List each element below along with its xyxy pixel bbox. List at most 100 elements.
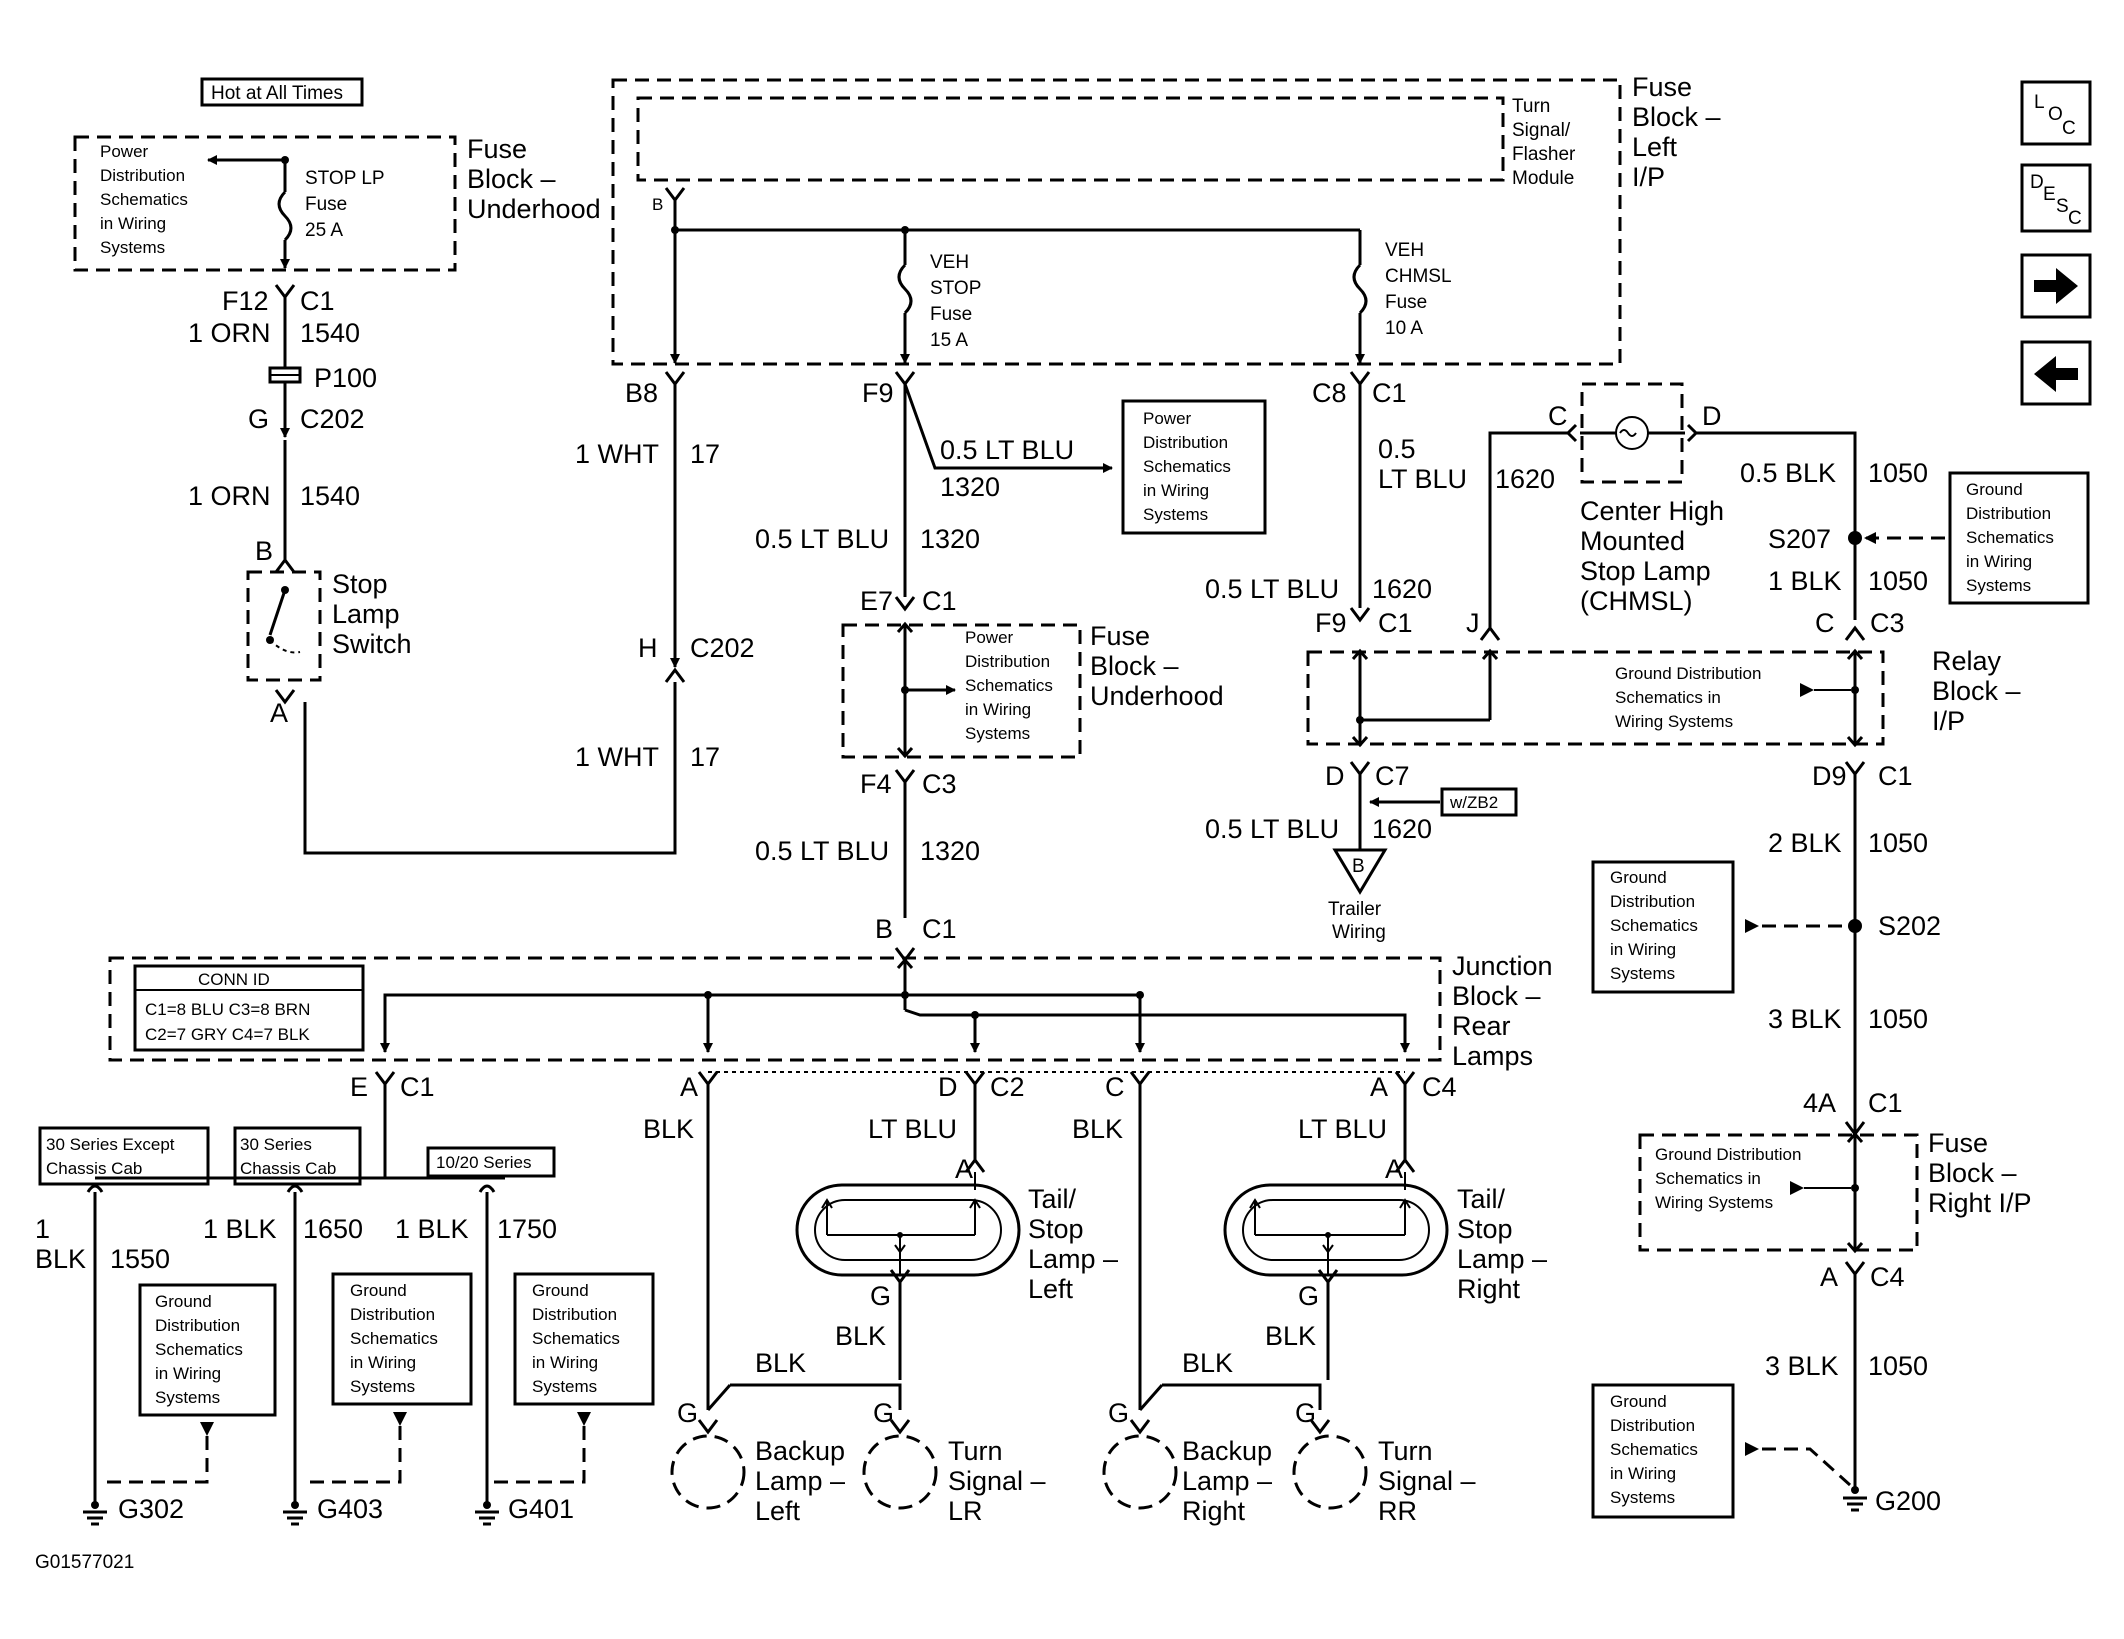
next-page-button[interactable] <box>2020 253 2092 319</box>
wire-color-ltblu-5: 0.5 LT BLU <box>1205 814 1339 844</box>
wire-color-blk1: 1 BLK <box>1768 566 1842 596</box>
pin-j-label: J <box>1466 608 1480 638</box>
fuse-symbol-veh-stop <box>897 263 913 315</box>
wire-1620-chmsl <box>1488 431 1568 628</box>
stop-lamp-switch-contact <box>268 589 287 636</box>
tail-stop-right-pin-g: G <box>1298 1281 1319 1311</box>
ground-g302-label: G302 <box>118 1494 184 1524</box>
backup-lamp-right <box>1102 1434 1178 1510</box>
tail-stop-lamp-right <box>1223 1183 1449 1277</box>
connector-f4-label: F4 <box>860 769 892 799</box>
wire-circuit-1750: 1750 <box>497 1214 557 1244</box>
connector-c1-label-4a: C1 <box>1868 1088 1903 1118</box>
ground-symbol-g403 <box>281 1510 309 1526</box>
tail-stop-left-pin-g: G <box>870 1281 891 1311</box>
connector-c3-label-f4: C3 <box>922 769 957 799</box>
tail-stop-lamp-left <box>795 1183 1021 1277</box>
ground-symbol-g302 <box>81 1510 109 1526</box>
backup-left-pin-g: G <box>677 1398 698 1428</box>
connector-e-label: E <box>350 1072 368 1102</box>
fuse-block-underhood-top-box <box>73 135 457 272</box>
diagram-id: G01577021 <box>35 1552 134 1573</box>
connector-a-label-c4: A <box>1820 1262 1838 1292</box>
connector-e7 <box>894 596 916 612</box>
series-label-10-20 <box>426 1146 556 1178</box>
connector-d-label: D <box>1325 761 1345 791</box>
wire-color-blk3: 3 BLK <box>1768 1004 1842 1034</box>
description-button[interactable]: D E S C <box>2020 163 2092 233</box>
wire-17-return <box>303 682 677 855</box>
connector-b-label-jb: B <box>875 914 893 944</box>
wire-circuit-17: 17 <box>690 439 720 469</box>
connector-c-label-relay: C <box>1815 608 1835 638</box>
ground-g200-label: G200 <box>1875 1486 1941 1516</box>
connector-c-label-blk: C <box>1105 1072 1125 1102</box>
wire-color-blk-1750: 1 BLK <box>395 1214 469 1244</box>
chmsl-pin-c-label: C <box>1548 401 1568 431</box>
connector-b8-label: B8 <box>625 378 658 408</box>
wire-color-ltblu-branch: 0.5 LT BLU <box>940 435 1074 465</box>
junction-block-rear-lamps-box <box>108 956 1442 1062</box>
wire-gauge-1: 1 <box>35 1214 50 1244</box>
svg-text:10/20 Series: 10/20 Series <box>436 1153 531 1172</box>
connector-a-label-blk: A <box>680 1072 698 1102</box>
ground-distribution-reference-5 <box>1591 1383 1735 1519</box>
fuse-symbol-stop-lp <box>277 190 293 242</box>
wire-color-blk-1550: BLK <box>35 1244 86 1274</box>
connector-id-row-2: C2=7 GRY C4=7 BLK <box>145 1025 310 1044</box>
previous-page-button[interactable] <box>2020 340 2092 406</box>
connector-g-label: G <box>248 404 269 434</box>
wire-1050-ground <box>1696 431 1857 620</box>
power-distribution-reference-2 <box>1121 399 1267 535</box>
option-wzb2-label: w/ZB2 <box>1449 793 1498 812</box>
connector-c1-label-jb: C1 <box>922 914 957 944</box>
connector-f9-relay-label: F9 <box>1315 608 1347 638</box>
wire-circuit-1540: 1540 <box>300 318 360 348</box>
module-connector-b <box>664 187 686 203</box>
wire-color-ltblu-2: 0.5 LT BLU <box>755 836 889 866</box>
wire-color-ltblu-1: 0.5 LT BLU <box>755 524 889 554</box>
wire-color-wht: 1 WHT <box>575 439 659 469</box>
relay-block-ip-box <box>1306 650 1885 746</box>
connector-c1-label-relay: C1 <box>1378 608 1413 638</box>
wire-color-ltblu-left: LT BLU <box>868 1114 957 1144</box>
ground-symbol-g401 <box>473 1510 501 1526</box>
svg-text:O: O <box>2048 104 2063 125</box>
svg-text:D: D <box>2030 172 2044 193</box>
wire-circuit-1050-4: 1050 <box>1868 1004 1928 1034</box>
wire-circuit-1320-1: 1320 <box>920 524 980 554</box>
wire-color-blk-backup-l: BLK <box>755 1348 806 1378</box>
wire-circuit-1540-2: 1540 <box>300 481 360 511</box>
connector-h-label: H <box>638 633 658 663</box>
module-pin-b-label: B <box>652 195 663 214</box>
wire-circuit-1050-1: 1050 <box>1868 458 1928 488</box>
connector-f9-relay <box>1349 607 1371 623</box>
wire-circuit-1050-5: 1050 <box>1868 1351 1928 1381</box>
fuse-symbol-veh-chmsl <box>1352 263 1368 315</box>
wire-circuit-1620-3: 1620 <box>1372 814 1432 844</box>
location-button[interactable]: L O C <box>2020 80 2092 146</box>
ground-symbol-g200 <box>1841 1496 1869 1512</box>
fuse-block-left-ip-box <box>611 78 1622 366</box>
connector-c7-label: C7 <box>1375 761 1410 791</box>
svg-text:C: C <box>2068 208 2082 229</box>
connector-c1-label-e: C1 <box>400 1072 435 1102</box>
wire-color-wht-2: 1 WHT <box>575 742 659 772</box>
arrow-right-icon <box>2034 268 2078 304</box>
